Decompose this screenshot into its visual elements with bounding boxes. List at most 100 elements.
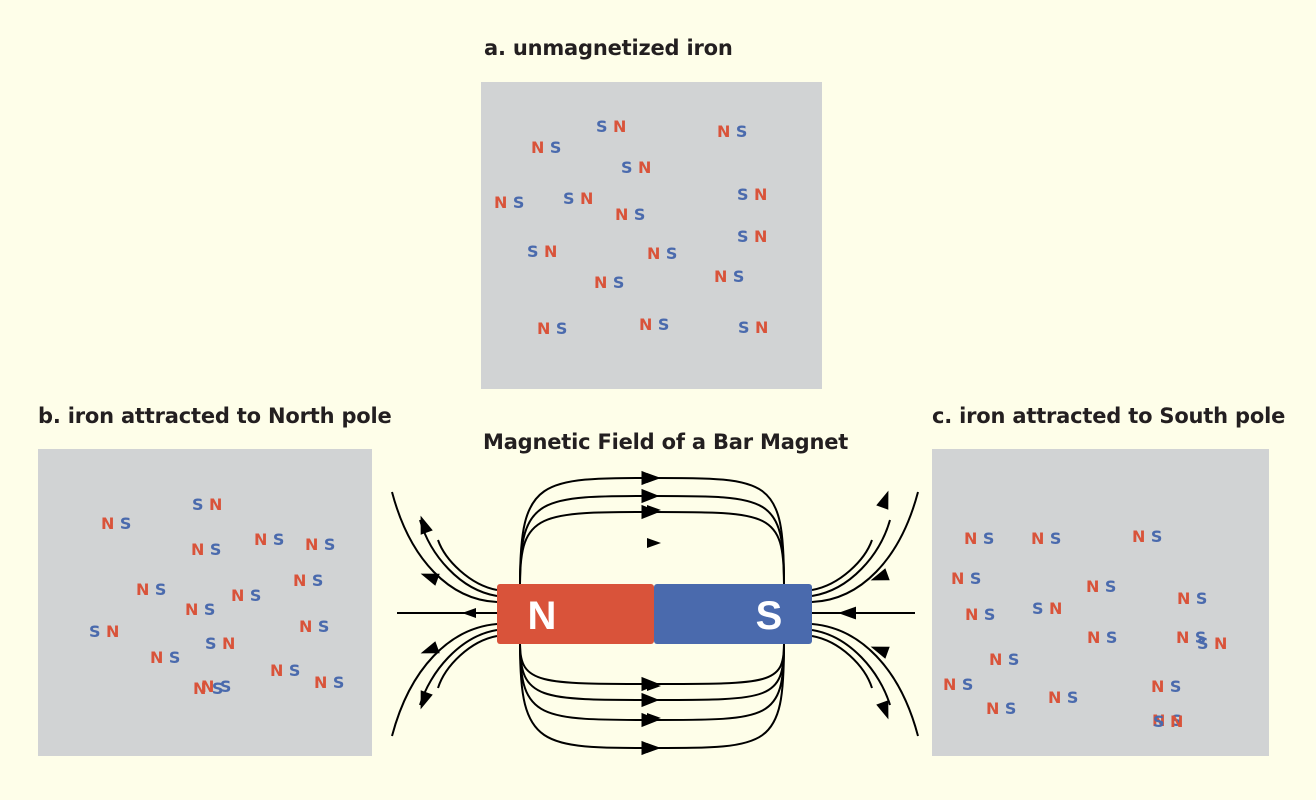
south-pole-letter: S (983, 605, 996, 624)
north-pole-letter: N (150, 648, 164, 667)
north-pole-letter: N (314, 673, 328, 692)
south-pole-letter: S (1169, 677, 1182, 696)
field-arrow-left-4 (420, 690, 433, 710)
north-pole-letter: N (222, 634, 236, 653)
north-pole-letter: N (1132, 527, 1146, 546)
south-pole-letter: S (961, 675, 974, 694)
north-pole-letter: N (639, 315, 653, 334)
field-line-right-up-3 (811, 539, 873, 591)
magnet-south-label: S (756, 594, 783, 638)
south-pole-letter: S (737, 185, 750, 204)
south-pole-letter: S (527, 242, 540, 261)
north-pole-letter: N (989, 650, 1003, 669)
south-pole-letter: S (612, 273, 625, 292)
north-pole-letter: N (106, 622, 120, 641)
south-pole-letter: S (119, 514, 132, 533)
south-pole-letter: S (209, 540, 222, 559)
field-arrow-left-1 (420, 573, 440, 586)
north-pole-letter: N (964, 529, 978, 548)
north-pole-letter: N (185, 600, 199, 619)
north-pole-letter: N (209, 495, 223, 514)
south-pole-letter: S (219, 677, 232, 696)
title-south-pole-attraction: c. iron attracted to South pole (932, 404, 1286, 428)
south-pole-letter: S (192, 495, 205, 514)
north-pole-letter: N (647, 244, 661, 263)
north-pole-letter: N (1048, 688, 1062, 707)
title-north-pole-attraction: b. iron attracted to North pole (38, 404, 392, 428)
north-pole-letter: N (293, 571, 307, 590)
north-pole-letter: N (717, 122, 731, 141)
south-pole-letter: S (1170, 711, 1183, 730)
south-pole-letter: S (1105, 628, 1118, 647)
south-pole-letter: S (982, 529, 995, 548)
north-pole-letter: N (101, 514, 115, 533)
south-pole-letter: S (1194, 628, 1207, 647)
north-pole-letter: N (580, 189, 594, 208)
north-pole-letter: N (537, 319, 551, 338)
north-pole-letter: N (986, 699, 1000, 718)
north-pole-letter: N (299, 617, 313, 636)
south-pole-letter: S (332, 673, 345, 692)
field-line-left-down-3 (437, 635, 498, 689)
south-pole-letter: S (249, 586, 262, 605)
south-pole-letter: S (1153, 712, 1166, 731)
field-arrow-right-2 (876, 490, 889, 510)
title-bar-magnet-field: Magnetic Field of a Bar Magnet (483, 430, 849, 454)
field-line-bottom-3 (519, 643, 785, 708)
south-pole-letter: S (735, 122, 748, 141)
south-pole-letter: S (272, 530, 285, 549)
field-arrow-bottom-2 (647, 713, 661, 723)
field-arrow-bottom-3 (647, 743, 661, 753)
south-pole-letter: S (205, 634, 218, 653)
field-line-right-down-3 (811, 635, 873, 689)
north-pole-letter: N (1152, 711, 1166, 730)
north-pole-letter: N (1086, 577, 1100, 596)
magnet-south-half (654, 584, 812, 644)
field-arrow-left-2 (420, 515, 433, 535)
field-line-right-down-2 (811, 629, 891, 706)
south-pole-letter: S (1197, 634, 1210, 653)
south-pole-letter: S (1066, 688, 1079, 707)
magnet-north-label: N (528, 594, 557, 638)
north-pole-letter: N (714, 267, 728, 286)
north-pole-letter: N (754, 227, 768, 246)
south-pole-letter: S (1004, 699, 1017, 718)
south-pole-letter: S (317, 617, 330, 636)
field-line-bottom-4 (519, 643, 785, 692)
north-pole-letter: N (1031, 529, 1045, 548)
south-pole-letter: S (288, 661, 301, 680)
south-pole-letter: S (737, 227, 750, 246)
south-pole-letter: S (89, 622, 102, 641)
north-pole-letter: N (1049, 599, 1063, 618)
north-pole-letter: N (305, 535, 319, 554)
north-pole-letter: N (594, 273, 608, 292)
north-pole-letter: N (193, 679, 207, 698)
